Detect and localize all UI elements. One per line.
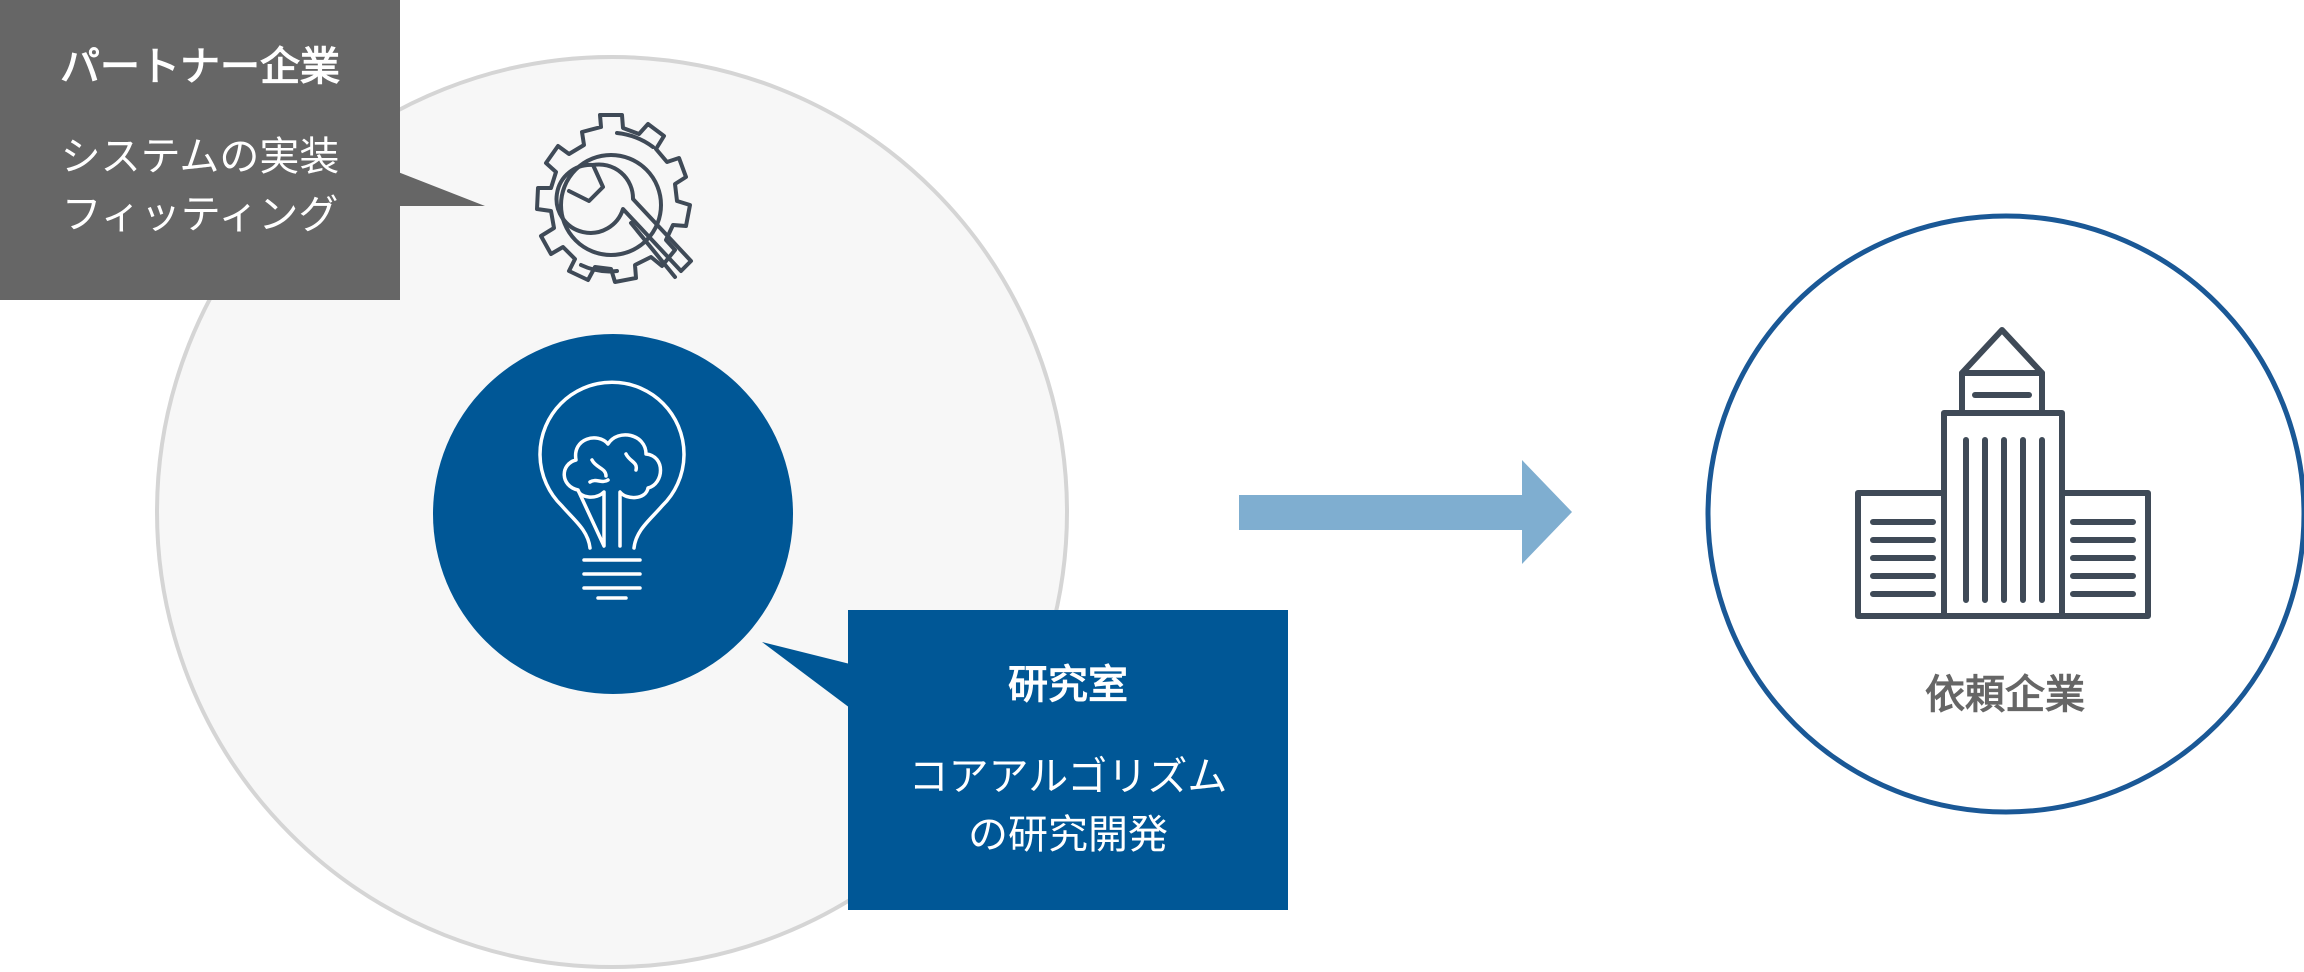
gear-outline [535, 113, 692, 284]
lightbulb-brain-icon [538, 380, 686, 600]
gear-inner-ring [559, 153, 663, 257]
wrench-shape [554, 162, 693, 273]
building-left-wing [1855, 490, 1947, 619]
bulb-outline [538, 380, 686, 550]
building-roof [1959, 327, 2045, 376]
gear-wrench-icon [535, 113, 693, 284]
partner-callout-pointer [398, 172, 485, 206]
partner-desc-line2: フィッティング [61, 192, 339, 238]
lab-callout: 研究室 コアアルゴリズム の研究開発 [848, 610, 1288, 910]
partner-callout: パートナー企業 システムの実装 フィッティング [0, 0, 400, 300]
partner-title: パートナー企業 [60, 44, 340, 90]
lab-title: 研究室 [1008, 662, 1128, 708]
gear-arc-top [615, 131, 655, 149]
bulb-base-lines [582, 558, 642, 600]
gear-arc-bottom [579, 263, 619, 274]
lab-callout-pointer [762, 642, 850, 708]
lab-desc-line1: コアアルゴリズム [908, 754, 1228, 800]
office-building-icon [1855, 327, 2151, 619]
client-label: 依頼企業 [1925, 672, 2085, 718]
flow-arrow [1239, 460, 1572, 564]
partner-description: システムの実装 フィッティング [0, 128, 400, 244]
building-left-wing-lines [1870, 519, 1936, 597]
partner-desc-line1: システムの実装 [60, 134, 340, 180]
wrench-handle-line [629, 221, 677, 279]
building-right-wing-lines [2070, 519, 2136, 597]
lab-circle [433, 334, 793, 694]
building-right-wing [2059, 490, 2151, 619]
lab-desc-line2: の研究開発 [968, 812, 1168, 858]
brain-curls [588, 452, 639, 484]
brain-shape [562, 433, 663, 548]
lab-description: コアアルゴリズム の研究開発 [848, 748, 1288, 864]
building-tower-lines [1963, 437, 2045, 603]
